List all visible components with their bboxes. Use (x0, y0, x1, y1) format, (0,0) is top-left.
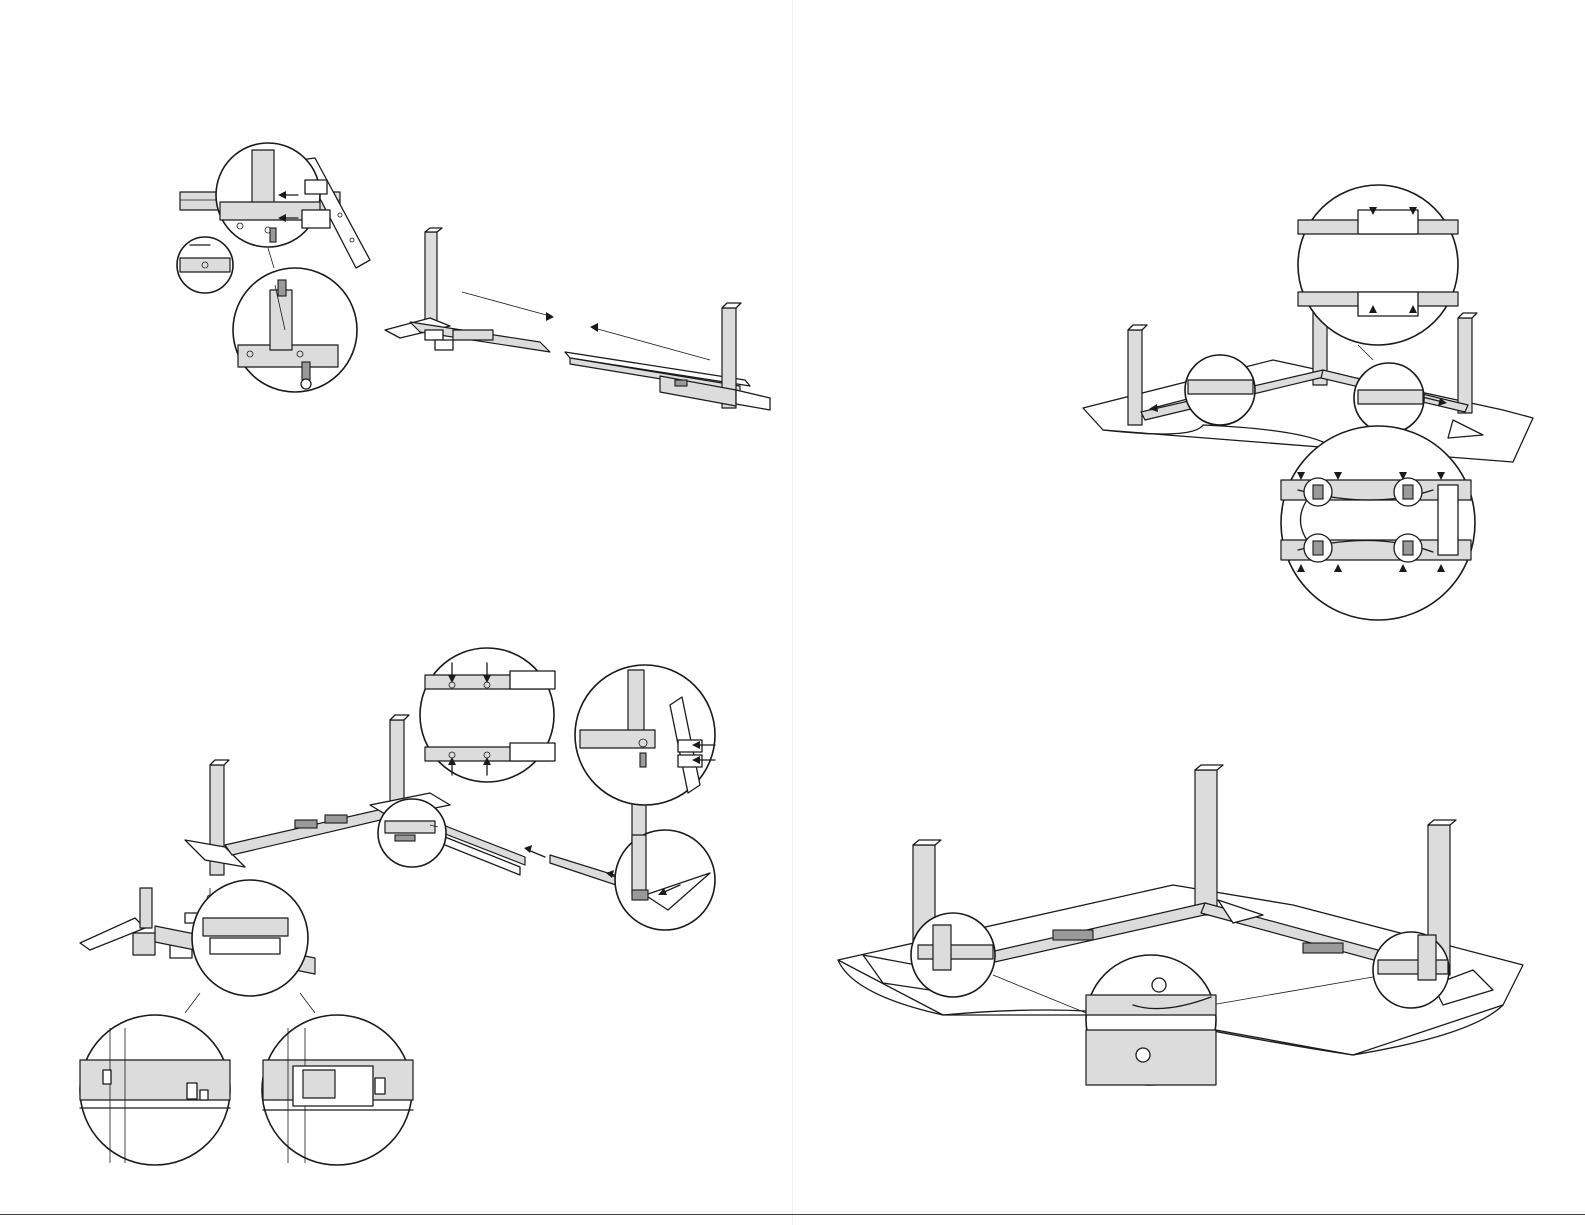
leg-column-detail-2 (270, 290, 292, 350)
controller-block (453, 330, 493, 340)
grommet-bottom (1136, 1048, 1150, 1062)
detail-circle-rail-joint (1298, 185, 1458, 345)
leg-column-left (425, 232, 437, 324)
leg-column-2-large (1195, 770, 1217, 915)
completed-frame-illustration (833, 765, 1543, 1085)
figure-completed-frame (833, 765, 1543, 1085)
detail-circle-bottom (233, 268, 357, 392)
footer-rule (0, 1214, 1585, 1215)
controller-mount-illustration (75, 878, 425, 1173)
leg-stub (140, 888, 152, 928)
cable-routing-illustration (1073, 180, 1553, 625)
leg-column-1 (1128, 330, 1142, 425)
insert-direction-line (462, 292, 550, 316)
manual-page-right (793, 0, 1585, 1225)
bolt-detail (278, 280, 286, 296)
figure-cable-routing (1073, 180, 1553, 625)
leg-crossbar-attach-illustration (170, 140, 790, 420)
screw-detail (270, 228, 276, 242)
leg-column-detail (252, 150, 274, 210)
figure-leg-crossbar-attach (170, 140, 790, 420)
figure-controller-mount (75, 878, 425, 1173)
leg-column-3 (1458, 318, 1472, 413)
bracket-detail (302, 210, 330, 228)
manual-page-left (0, 0, 792, 1225)
grommet-top (1152, 978, 1166, 992)
foot-right (736, 390, 770, 410)
